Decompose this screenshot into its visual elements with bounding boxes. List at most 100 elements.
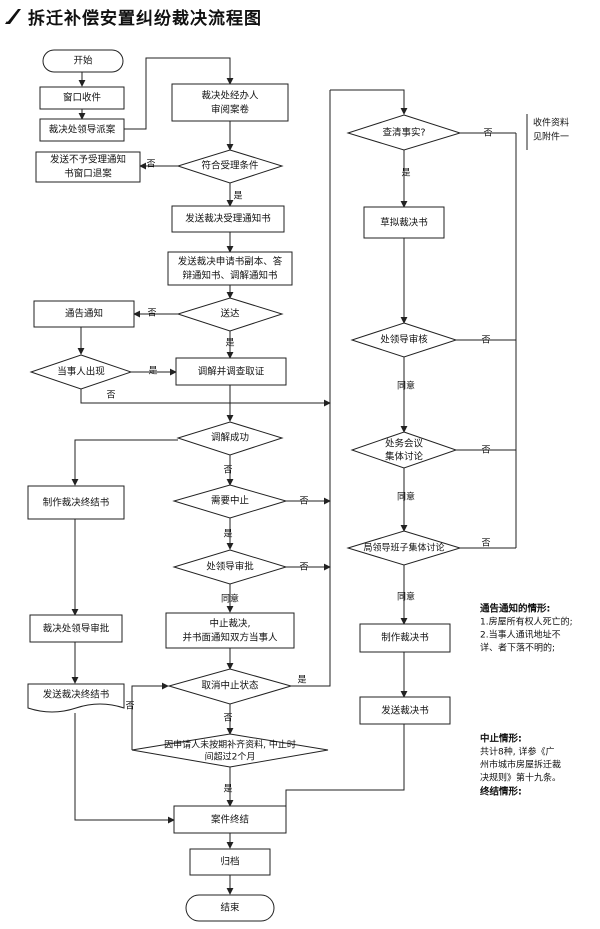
edge-into-facts — [330, 89, 408, 115]
edge-label-no-facts: 否 — [483, 128, 492, 139]
send-end-doc — [27, 683, 125, 713]
mediate-ok-decision — [176, 421, 284, 456]
leader2-label: 处领导审核 — [380, 334, 428, 346]
leader1-label: 处领导审批 — [206, 561, 254, 573]
review-label-1: 裁决处经办人 — [201, 90, 259, 102]
start-node — [42, 49, 124, 73]
start-label: 开始 — [73, 55, 93, 67]
edge-label-yes-overdue: 是 — [223, 784, 232, 795]
leader1-decision — [172, 549, 288, 585]
suspend-node-label-1: 中止裁决, — [209, 618, 250, 630]
send-ruling-node — [359, 696, 451, 725]
suspend-decision — [172, 484, 288, 519]
side-note-1: 收件资料 — [533, 117, 569, 129]
edge-label-no-party: 否 — [106, 390, 115, 401]
edge-mediateok-end — [71, 439, 178, 486]
accept-decision — [176, 149, 284, 184]
notice-cases-title: 通告通知的情形: — [480, 603, 550, 615]
close-label: 案件终结 — [211, 814, 249, 826]
party-decision — [29, 354, 133, 390]
edge-party-no — [80, 389, 331, 407]
review-node — [171, 83, 289, 122]
finish-label: 结束 — [220, 902, 240, 914]
assign-node — [39, 118, 125, 142]
mediate-label: 调解并调查取证 — [198, 366, 265, 378]
edge-label-no-meeting: 否 — [481, 445, 490, 456]
edge-label-no-mediate: 否 — [223, 465, 232, 476]
connectors — [71, 57, 528, 895]
make-end-node — [27, 485, 125, 520]
edge-label-agree-bureau: 同意 — [397, 591, 415, 603]
draft-label: 草拟裁决书 — [380, 217, 428, 229]
edge-label-no-suspend: 否 — [299, 496, 308, 507]
close-node — [173, 805, 287, 834]
notice-node — [33, 300, 135, 328]
send-copy-node — [167, 251, 293, 286]
edge-label-yes-cancel: 是 — [297, 675, 306, 686]
suspend-node-label-2: 并书面通知双方当事人 — [182, 632, 278, 644]
send-end-label: 发送裁决终结书 — [43, 689, 110, 701]
side-note-2: 见附件一 — [533, 131, 569, 143]
edge-assign-review — [124, 57, 234, 130]
overdue-decision — [131, 733, 329, 768]
approve-end-label: 裁决处领导审批 — [43, 623, 110, 635]
notice-case-1: 1.房屋所有权人死亡的; — [480, 616, 573, 628]
suspend-label: 需要中止 — [211, 495, 250, 507]
suspend-case-2: 州市城市房屋拆迁裁 — [480, 759, 561, 771]
reject-node — [35, 151, 141, 183]
make-end-label: 制作裁决终结书 — [43, 497, 110, 509]
make-ruling-label: 制作裁决书 — [381, 632, 429, 644]
send-accept-label: 发送裁决受理通知书 — [185, 213, 271, 225]
meeting-label-1: 处务会议 — [385, 438, 424, 450]
party-label: 当事人出现 — [57, 366, 105, 378]
edge-label-yes-party: 是 — [148, 366, 157, 377]
facts-decision — [346, 114, 462, 151]
reject-label-1: 发送不予受理通知 — [50, 154, 126, 166]
edge-label-no-leader1: 否 — [299, 562, 308, 573]
meeting-decision — [350, 431, 458, 469]
cancel-label: 取消中止状态 — [201, 680, 259, 692]
edge-label-no-overdue: 否 — [125, 701, 134, 712]
edge-label-agree-meeting: 同意 — [397, 491, 415, 503]
edge-label-yes-deliver: 是 — [225, 338, 234, 349]
edge-label-no-accept: 否 — [146, 159, 155, 170]
edge-label-no-deliver: 否 — [147, 308, 156, 319]
edge-label-yes-accept: 是 — [233, 191, 242, 202]
bureau-label: 局领导班子集体讨论 — [363, 542, 444, 554]
overdue-label-2: 间超过2个月 — [205, 751, 256, 763]
mediate-ok-label: 调解成功 — [211, 432, 249, 444]
review-label-2: 审阅案卷 — [211, 104, 250, 116]
approve-end-node — [29, 614, 123, 643]
suspend-case-1: 共计8种, 详参《广 — [480, 746, 554, 758]
edge-overdue-no — [131, 682, 169, 750]
edge-label-agree-leader1: 同意 — [221, 593, 239, 605]
facts-label: 查清事实? — [382, 127, 425, 139]
edge-label-no-cancel: 否 — [223, 713, 232, 724]
suspend-node — [165, 612, 295, 649]
notice-case-3: 详、者下落不明的; — [480, 642, 555, 654]
accept-label: 符合受理条件 — [201, 160, 259, 172]
send-copy-label-2: 辩通知书、调解通知书 — [182, 270, 278, 282]
mediate-node — [175, 357, 287, 386]
draft-node — [363, 206, 445, 239]
edge-label-yes-facts: 是 — [401, 168, 410, 179]
edge-label-agree-leader2: 同意 — [397, 380, 415, 392]
slash-logo-icon — [5, 9, 21, 24]
edge-label-no-bureau: 否 — [481, 538, 490, 549]
archive-label: 归档 — [220, 856, 239, 868]
edge-label-no-leader2: 否 — [481, 335, 490, 346]
leader2-decision — [350, 322, 458, 358]
edge-sendruling-close — [285, 724, 405, 806]
send-ruling-label: 发送裁决书 — [381, 705, 429, 717]
edge-label-yes-suspend: 是 — [223, 529, 232, 540]
meeting-label-2: 集体讨论 — [385, 451, 424, 463]
receive-label: 窗口收件 — [63, 92, 102, 104]
cancel-decision — [167, 668, 293, 705]
edge-cancel-yes — [291, 90, 331, 687]
title: 拆迁补偿安置纠纷裁决流程图 — [4, 2, 262, 30]
deliver-decision — [176, 297, 284, 332]
overdue-label-1: 因申请人未按期补齐资料, 中止时 — [164, 739, 296, 751]
suspend-case-3: 决规则》第十九条。 — [480, 772, 561, 784]
notice-label: 通告通知 — [65, 308, 103, 320]
